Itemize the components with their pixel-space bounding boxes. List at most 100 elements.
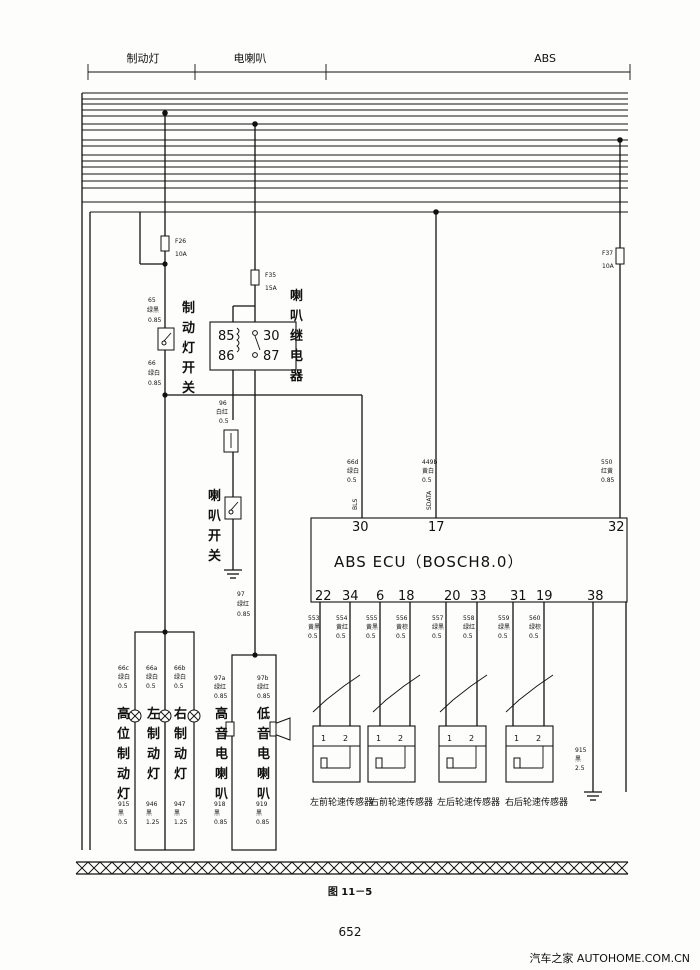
svg-text:554: 554 (336, 615, 348, 622)
sensor-label-rear-left: 左后轮速传感器 (437, 796, 500, 808)
right-brake-light-label: 右 制 动 灯 (173, 706, 192, 782)
wheel-speed-sensors: 553 黄黑 0.5 554 黄红 0.5 555 黄黑 0.5 556 黄棕 … (308, 602, 627, 808)
svg-text:66a: 66a (146, 665, 158, 672)
svg-text:0.85: 0.85 (214, 819, 228, 826)
svg-text:0.85: 0.85 (148, 317, 162, 324)
svg-text:绿红: 绿红 (463, 623, 475, 631)
svg-text:6: 6 (376, 589, 384, 604)
svg-text:87: 87 (263, 349, 280, 364)
svg-text:绿红: 绿红 (237, 600, 249, 608)
svg-text:0.5: 0.5 (174, 683, 184, 690)
sensor-label-rear-right: 右后轮速传感器 (505, 796, 568, 808)
svg-text:黄白: 黄白 (422, 467, 434, 475)
svg-text:32: 32 (608, 520, 625, 535)
svg-text:黄红: 黄红 (336, 623, 348, 631)
svg-text:SDATA: SDATA (426, 490, 433, 510)
svg-text:17: 17 (428, 520, 445, 535)
svg-text:20: 20 (444, 589, 461, 604)
ground-bar (75, 861, 629, 875)
svg-text:0.85: 0.85 (237, 611, 251, 618)
svg-text:绿白: 绿白 (118, 673, 130, 681)
svg-text:556: 556 (396, 615, 408, 622)
svg-text:0.5: 0.5 (336, 633, 346, 640)
ground-icon (584, 791, 602, 801)
svg-text:85: 85 (218, 329, 235, 344)
fuse-f26-icon (160, 235, 170, 252)
svg-text:黑: 黑 (256, 810, 262, 817)
high-horn-label: 高 音 电 喇 叭 (215, 706, 233, 802)
svg-text:0.5: 0.5 (463, 633, 473, 640)
relay-coil-icon (236, 327, 240, 353)
svg-text:553: 553 (308, 615, 320, 622)
section-header-bar: 制动灯 电喇叭 ABS (87, 51, 631, 80)
horn-relay-circuit: F35 15A 85 86 30 87 喇 叭 继 电 器 96 白红 0.5 (208, 121, 304, 655)
svg-text:550: 550 (601, 459, 613, 466)
section-label-brake-light: 制动灯 (127, 52, 160, 65)
svg-text:0.5: 0.5 (366, 633, 376, 640)
svg-text:0.5: 0.5 (118, 683, 128, 690)
svg-text:黑: 黑 (214, 810, 220, 817)
ground-icon (224, 569, 242, 579)
svg-text:559: 559 (498, 615, 510, 622)
svg-text:560: 560 (529, 615, 541, 622)
svg-text:918: 918 (214, 801, 226, 808)
svg-text:1.25: 1.25 (146, 819, 160, 826)
figure-caption: 图 11－5 (328, 886, 372, 898)
svg-text:1: 1 (447, 734, 452, 743)
svg-text:黑: 黑 (146, 810, 152, 817)
brake-light-circuit: F26 10A 65 绿黑 0.85 66 绿白 0.85 制 动 灯 开 关 (139, 110, 363, 632)
svg-text:0.85: 0.85 (214, 693, 228, 700)
svg-text:黄黑: 黄黑 (308, 623, 320, 631)
svg-text:2: 2 (398, 734, 403, 743)
svg-text:22: 22 (315, 589, 332, 604)
svg-text:红黄: 红黄 (601, 467, 613, 475)
sensor-coil-icon (446, 757, 454, 769)
svg-text:绿白: 绿白 (146, 673, 158, 681)
svg-text:33: 33 (470, 589, 487, 604)
svg-text:30: 30 (263, 329, 280, 344)
section-label-horn: 电喇叭 (234, 51, 267, 65)
power-bus-lines (82, 92, 628, 213)
svg-text:0.5: 0.5 (347, 477, 357, 484)
svg-text:白红: 白红 (216, 408, 228, 416)
svg-text:449b: 449b (422, 459, 437, 466)
svg-text:1: 1 (376, 734, 381, 743)
svg-text:F37: F37 (602, 250, 613, 257)
sensor-label-front-right: 右前轮速传感器 (370, 796, 433, 808)
sensor-rear-left: 1 2 (438, 725, 487, 783)
svg-text:0.85: 0.85 (601, 477, 615, 484)
svg-text:绿黑: 绿黑 (432, 623, 444, 631)
svg-text:0.5: 0.5 (146, 683, 156, 690)
svg-text:66b: 66b (174, 665, 186, 672)
brake-light-switch-label: 制 动 灯 开 关 (182, 300, 200, 396)
svg-text:97b: 97b (257, 675, 269, 682)
svg-text:0.5: 0.5 (422, 477, 432, 484)
sensor-rear-right: 1 2 (505, 725, 554, 783)
svg-text:0.5: 0.5 (498, 633, 508, 640)
abs-ecu-title: ABS ECU（BOSCH8.0） (334, 553, 523, 571)
svg-text:黑: 黑 (174, 810, 180, 817)
svg-text:绿白: 绿白 (148, 369, 160, 377)
svg-text:黄黑: 黄黑 (366, 623, 378, 631)
low-horn-label: 低 音 电 喇 叭 (256, 706, 275, 802)
svg-text:黑: 黑 (118, 810, 124, 817)
watermark: 汽车之家 AUTOHOME.COM.CN (529, 951, 690, 965)
horns: 97a 绿红 0.85 97b 绿红 0.85 高 音 电 喇 叭 低 音 电 … (214, 652, 291, 851)
connector-icon (223, 429, 239, 453)
svg-text:65: 65 (148, 297, 156, 304)
high-horn-icon (225, 721, 235, 737)
svg-text:66d: 66d (347, 459, 359, 466)
svg-text:2.5: 2.5 (575, 765, 585, 772)
svg-text:2: 2 (343, 734, 348, 743)
svg-text:0.5: 0.5 (118, 819, 128, 826)
svg-text:0.85: 0.85 (256, 819, 270, 826)
fuse-f35-icon (250, 269, 260, 286)
svg-text:1: 1 (514, 734, 519, 743)
svg-text:黄棕: 黄棕 (396, 623, 408, 631)
svg-text:绿棕: 绿棕 (529, 623, 541, 631)
sensor-coil-icon (375, 757, 383, 769)
svg-text:1.25: 1.25 (174, 819, 188, 826)
page-number: 652 (339, 925, 362, 939)
svg-text:86: 86 (218, 349, 235, 364)
svg-text:0.85: 0.85 (257, 693, 271, 700)
